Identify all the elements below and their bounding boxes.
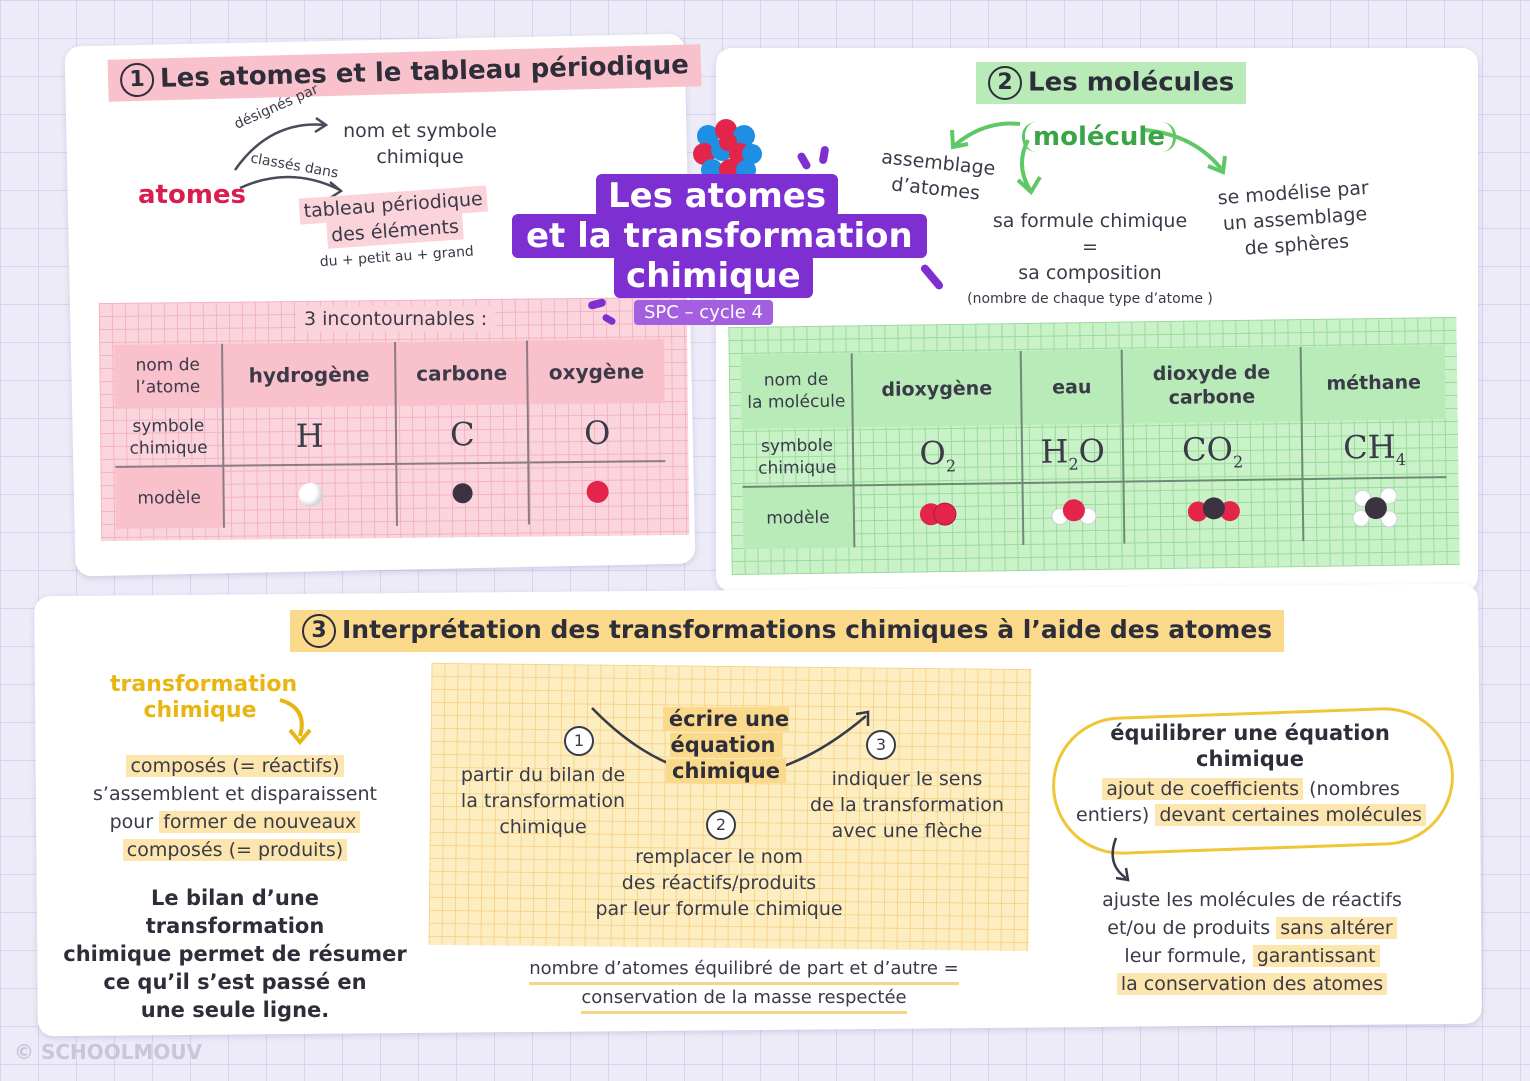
molecules-col-dioxyde-carbone: dioxyde de carbone: [1121, 347, 1302, 424]
molecules-header-name: nom de la molécule: [740, 353, 853, 429]
formule-chimique-text: sa formule chimique = sa composition (no…: [967, 210, 1213, 307]
formula-h2o: H2O: [1021, 423, 1124, 483]
oxygen-ball: [586, 480, 609, 503]
atomes-label: atomes: [138, 180, 247, 210]
section-1-title-text: Les atomes et le tableau périodique: [159, 50, 690, 94]
symbol-h: H: [222, 405, 397, 466]
step-3-number: 3: [866, 730, 896, 760]
arrow-designes-par: [233, 123, 326, 171]
step-1-text: partir du bilan de la transformation chi…: [460, 764, 626, 838]
step-2-number: 2: [706, 810, 736, 840]
molecules-col-methane: méthane: [1300, 345, 1446, 422]
section-2-arrows: [950, 121, 1227, 196]
ecrire-equation-label: écrire une équation chimique: [606, 706, 846, 784]
equilibrer-arrow: [1111, 837, 1130, 882]
carbon-ball: [452, 482, 474, 503]
transformation-arrow: [279, 698, 312, 746]
atoms-col-oxygene: oxygène: [527, 339, 665, 405]
carbon-dioxide-model-icon: [1187, 496, 1240, 522]
atoms-col-hydrogene: hydrogène: [222, 341, 397, 408]
bilan-text: Le bilan d’une transformation chimique p…: [63, 886, 407, 1022]
arrow-classes-dans: [239, 175, 341, 192]
atoms-header-model: modèle: [115, 465, 224, 529]
section-2-title-text: Les molécules: [1028, 67, 1235, 98]
model-c-cell: [396, 462, 530, 526]
section-1-number: 1: [119, 62, 155, 98]
transformation-chimique-label: transformation chimique: [110, 672, 298, 723]
model-o-cell: [529, 461, 666, 524]
dioxygen-model-icon: [919, 502, 957, 526]
equilibrer-description: ajout de coefficients (nombres entiers) …: [1068, 776, 1434, 828]
symbol-o: O: [528, 403, 666, 463]
step-3-text: indiquer le sens de la transformation av…: [810, 768, 1004, 842]
model-h-cell: [223, 463, 398, 528]
main-subtitle: SPC – cycle 4: [634, 300, 773, 325]
section-1-arrows: [233, 116, 344, 200]
molecules-col-dioxygene: dioxygène: [851, 351, 1022, 428]
main-title-line2: et la transformation: [512, 214, 927, 258]
schoolmouv-logo: © SCHOOLMOUV: [14, 1040, 203, 1064]
transformation-description: composés (= réactifs) s’assemblent et di…: [93, 755, 377, 861]
atoms-header-symbol: symbole chimique: [114, 407, 224, 467]
atoms-header-name: nom de l’atome: [114, 343, 223, 409]
formula-ch4: CH4: [1301, 419, 1447, 480]
model-co2-cell: [1123, 479, 1304, 544]
molecules-header-model: modèle: [742, 485, 855, 549]
model-o2-cell: [853, 482, 1024, 548]
formula-co2: CO2: [1122, 421, 1303, 482]
model-h2o-cell: [1022, 481, 1125, 545]
section-2-number: 2: [988, 66, 1022, 100]
molecule-label: molécule: [1022, 122, 1176, 152]
main-title-line3: chimique: [614, 254, 813, 298]
ajuste-text: ajuste les molécules de réactifs et/ou d…: [1102, 889, 1402, 995]
hydrogen-ball: [298, 482, 323, 507]
atoms-col-carbone: carbone: [395, 340, 529, 406]
spheres-text: se modélise par un assemblage de sphères: [1216, 176, 1370, 260]
equilibrer-title: équilibrer une équation chimique: [1110, 721, 1390, 771]
tableau-periodique-text: tableau périodique des éléments du + pet…: [298, 185, 493, 276]
symbol-c: C: [396, 404, 529, 464]
molecules-header-symbol: symbole chimique: [741, 427, 854, 487]
section-3-number: 3: [302, 614, 336, 648]
step-1-number: 1: [564, 726, 594, 756]
incontournables-label: 3 incontournables :: [296, 306, 496, 332]
conservation-text: nombre d’atomes équilibré de part et d’a…: [516, 956, 972, 1014]
water-model-icon: [1051, 498, 1097, 525]
main-title-line1: Les atomes: [596, 174, 839, 218]
nom-symbole-text: nom et symbole chimique: [343, 120, 497, 168]
atoms-table: nom de l’atome hydrogène carbone oxygène…: [114, 339, 666, 529]
model-ch4-cell: [1303, 477, 1448, 541]
molecules-col-eau: eau: [1020, 349, 1123, 426]
section-3-title-text: Interprétation des transformations chimi…: [342, 615, 1273, 644]
step-2-text: remplacer le nom des réactifs/produits p…: [595, 846, 843, 920]
methane-model-icon: [1352, 486, 1398, 527]
molecules-table: nom de la molécule dioxygène eau dioxyde…: [740, 345, 1448, 549]
formula-o2: O2: [852, 425, 1023, 486]
